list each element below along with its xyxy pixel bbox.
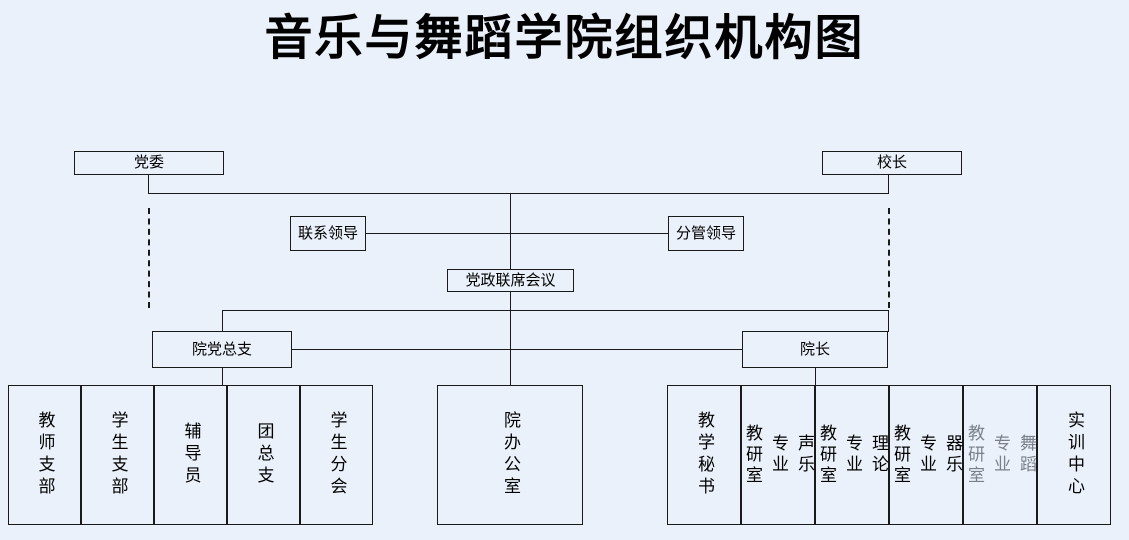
node-student-union-label: 学生分会 <box>327 411 347 499</box>
node-dean[interactable]: 院长 <box>742 331 888 368</box>
connector-second-rail <box>222 310 889 311</box>
node-teacher-branch-label: 教师支部 <box>35 411 55 499</box>
node-dance-office-label: 舞蹈 专业 教研室 <box>965 423 1036 487</box>
connector-leaders-rail <box>366 233 668 234</box>
connector-party-committee-drop <box>148 175 149 194</box>
node-college-office-label: 院办公室 <box>501 411 520 499</box>
node-counselor[interactable]: 辅导员 <box>154 385 227 525</box>
node-teaching-secretary[interactable]: 教学秘书 <box>667 385 741 525</box>
node-instrumental-office[interactable]: 器乐 专业 教研室 <box>889 385 963 525</box>
connector-branch-dean-rail <box>292 349 742 350</box>
node-party-committee-label: 党委 <box>133 155 164 171</box>
connector-center-spine-lower <box>510 292 511 385</box>
node-dean-label: 院长 <box>799 341 830 358</box>
node-theory-office[interactable]: 理论 专业 教研室 <box>815 385 889 525</box>
page-title: 音乐与舞蹈学院组织机构图 <box>264 12 865 65</box>
node-joint-meeting-label: 党政联席会议 <box>465 272 556 289</box>
connector-party-committee-dashed <box>148 208 150 308</box>
node-joint-meeting[interactable]: 党政联席会议 <box>447 269 574 292</box>
connector-president-drop <box>888 175 889 194</box>
node-instrumental-office-label: 器乐 专业 教研室 <box>891 423 962 487</box>
node-student-branch[interactable]: 学生支部 <box>81 385 154 525</box>
connector-party-branch-drop <box>222 310 223 332</box>
connector-dean-drop <box>888 310 889 332</box>
connector-top-rail <box>148 193 889 194</box>
node-youth-league-branch-label: 团总支 <box>254 422 274 488</box>
node-college-party-branch[interactable]: 院党总支 <box>152 331 292 368</box>
node-student-branch-label: 学生支部 <box>108 411 128 499</box>
node-president-label: 校长 <box>876 155 907 171</box>
node-counselor-label: 辅导员 <box>181 422 201 488</box>
node-teacher-branch[interactable]: 教师支部 <box>8 385 81 525</box>
node-youth-league-branch[interactable]: 团总支 <box>227 385 300 525</box>
node-supervising-leader-label: 分管领导 <box>675 225 736 242</box>
node-vocal-music-office-label: 声乐 专业 教研室 <box>743 423 814 487</box>
node-training-center[interactable]: 实训中心 <box>1037 385 1111 525</box>
node-supervising-leader[interactable]: 分管领导 <box>668 216 744 251</box>
node-teaching-secretary-label: 教学秘书 <box>695 411 714 499</box>
node-college-party-branch-label: 院党总支 <box>191 341 252 358</box>
node-liaison-leader[interactable]: 联系领导 <box>290 216 366 251</box>
connector-president-dashed <box>888 208 890 308</box>
connector-dean-to-units <box>815 368 816 385</box>
node-training-center-label: 实训中心 <box>1065 411 1084 499</box>
node-president[interactable]: 校长 <box>822 151 962 175</box>
node-theory-office-label: 理论 专业 教研室 <box>817 423 888 487</box>
connector-party-branch-to-units <box>222 368 223 385</box>
node-dance-office[interactable]: 舞蹈 专业 教研室 <box>963 385 1037 525</box>
node-student-union[interactable]: 学生分会 <box>300 385 373 525</box>
node-vocal-music-office[interactable]: 声乐 专业 教研室 <box>741 385 815 525</box>
node-college-office[interactable]: 院办公室 <box>437 385 583 525</box>
node-party-committee[interactable]: 党委 <box>74 151 224 175</box>
node-liaison-leader-label: 联系领导 <box>297 225 358 242</box>
connector-center-spine-upper <box>510 193 511 270</box>
